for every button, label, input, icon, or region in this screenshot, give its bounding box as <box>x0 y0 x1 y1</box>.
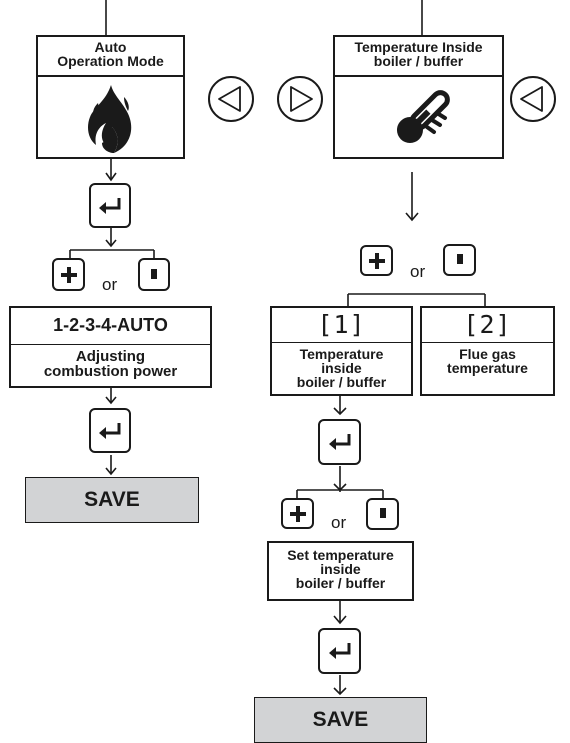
plus-button-right-2[interactable] <box>281 498 314 529</box>
right-arrow-icon[interactable] <box>275 74 325 124</box>
or-text-right: or <box>410 262 426 281</box>
auto-operation-mode-box: Auto Operation Mode <box>36 35 185 159</box>
enter-icon <box>328 434 350 450</box>
thermometer-icon <box>396 90 450 144</box>
temperature-inside-boiler-box: Temperature Inside boiler / buffer <box>333 35 504 159</box>
flame-icon <box>88 85 132 153</box>
option-1-box[interactable]: [1] Temperature inside boiler / buffer <box>270 306 413 396</box>
plus-icon <box>289 505 306 522</box>
temperature-box-title: Temperature Inside boiler / buffer <box>354 39 483 69</box>
set-temperature-box: Set temperature inside boiler / buffer <box>267 541 414 601</box>
save-button-right[interactable]: SAVE <box>254 697 427 743</box>
combustion-power-label: Adjusting combustion power <box>43 348 178 380</box>
enter-icon <box>99 197 121 214</box>
combustion-power-box: 1-2-3-4-AUTO Adjusting combustion power <box>9 306 212 388</box>
option-2-box[interactable]: [2] Flue gas temperature <box>420 306 555 396</box>
or-text: or <box>102 275 118 294</box>
save-button-left[interactable]: SAVE <box>25 477 199 523</box>
plus-icon <box>368 252 385 269</box>
set-temperature-label: Set temperature inside boiler / buffer <box>287 547 394 591</box>
plus-button-right[interactable] <box>360 245 393 276</box>
option-1-display: [1] <box>317 310 366 339</box>
minus-icon <box>379 508 386 518</box>
enter-button-2[interactable] <box>89 408 131 453</box>
plus-button[interactable] <box>52 258 85 291</box>
left-arrow-icon-right[interactable] <box>508 74 558 124</box>
enter-button-right-2[interactable] <box>318 628 361 674</box>
option-1-label: Temperature inside boiler / buffer <box>296 346 387 390</box>
left-arrow-icon[interactable] <box>206 74 256 124</box>
option-2-display: [2] <box>463 310 512 339</box>
minus-button[interactable] <box>138 258 170 291</box>
minus-button-right[interactable] <box>443 244 476 276</box>
minus-icon <box>151 268 157 279</box>
minus-icon <box>456 254 463 264</box>
enter-icon <box>328 643 350 659</box>
minus-button-right-2[interactable] <box>366 498 399 530</box>
or-text-right-2: or <box>331 513 347 532</box>
enter-button[interactable] <box>89 183 131 228</box>
plus-icon <box>60 266 77 283</box>
enter-button-right[interactable] <box>318 419 361 465</box>
enter-icon <box>99 422 121 439</box>
combustion-power-value: 1-2-3-4-AUTO <box>53 315 168 335</box>
option-2-label: Flue gas temperature <box>447 346 528 376</box>
auto-operation-mode-title: Auto Operation Mode <box>57 39 164 69</box>
